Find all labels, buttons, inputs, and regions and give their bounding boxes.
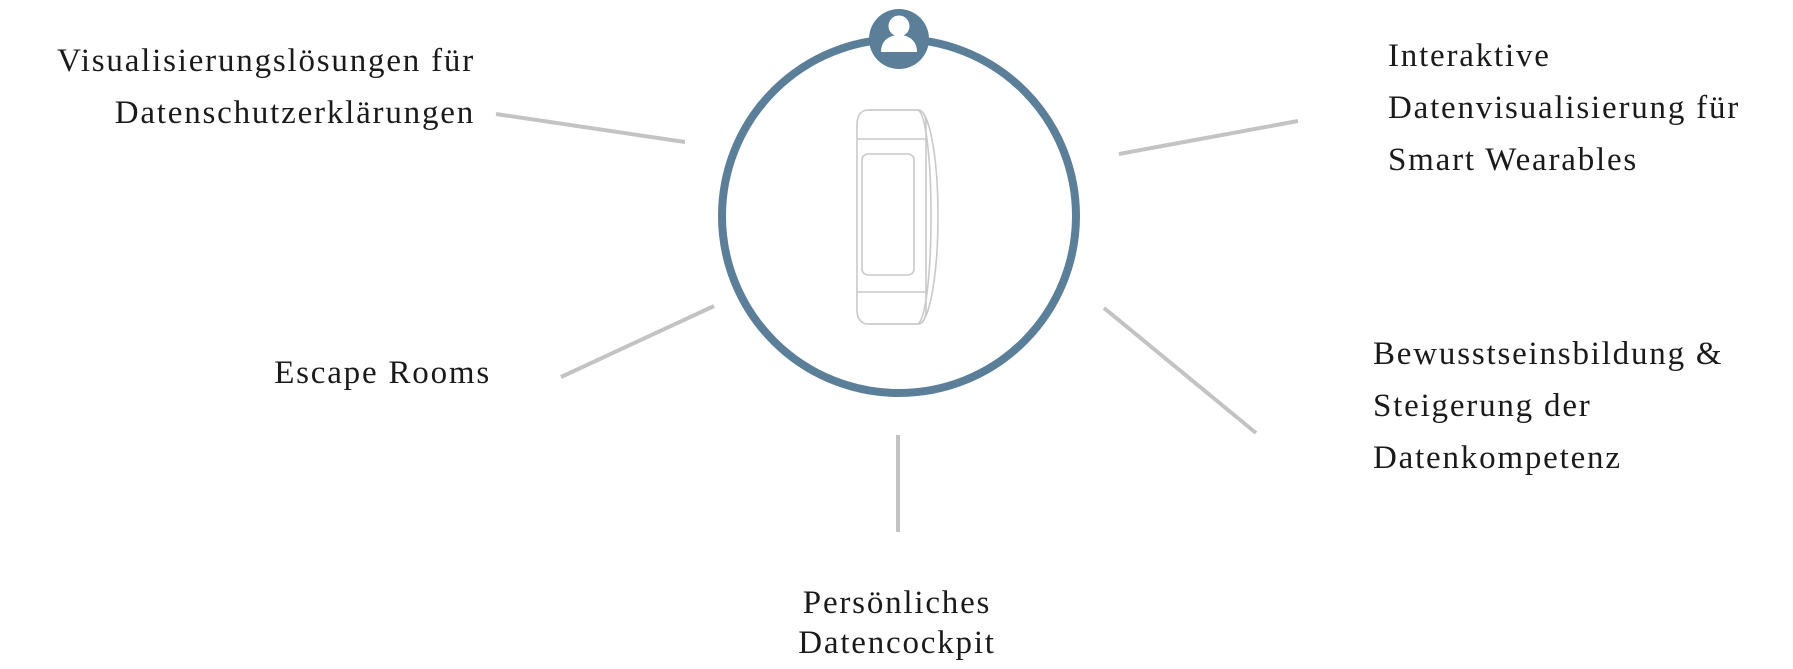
topic-label-top-right: Interaktive Datenvisualisierung für Smar… — [1388, 30, 1740, 186]
connector-top-right — [1118, 119, 1299, 156]
topic-label-line: Escape Rooms — [274, 355, 491, 391]
topic-label-bottom: Persönliches Datencockpit — [697, 583, 1097, 663]
topic-label-line: Steigerung der — [1373, 388, 1592, 424]
topic-label-line: Persönliches — [802, 585, 992, 621]
topic-label-line: Visualisierungslösungen für — [57, 43, 475, 79]
person-icon — [869, 9, 929, 69]
central-ring — [718, 35, 1080, 397]
topic-label-line: Datencockpit — [798, 625, 996, 661]
connectors — [495, 112, 1299, 532]
connector-mid-left — [560, 304, 715, 379]
topic-label-mid-right: Bewusstseinsbildung & Steigerung der Dat… — [1373, 328, 1723, 484]
wristband-tracker-icon — [856, 109, 939, 325]
connector-top-left — [495, 112, 686, 144]
topic-label-line: Smart Wearables — [1388, 142, 1639, 178]
topic-label-line: Bewusstseinsbildung & — [1373, 336, 1724, 372]
topic-label-line: Interaktive — [1388, 38, 1551, 74]
topic-label-line: Datenvisualisierung für — [1388, 90, 1741, 126]
connector-mid-right — [1102, 306, 1258, 435]
topic-label-mid-left: Escape Rooms — [274, 347, 491, 399]
topic-label-line: Datenschutzerklärungen — [114, 95, 475, 131]
topic-label-top-left: Visualisierungslösungen für Datenschutze… — [57, 35, 475, 139]
topic-label-line: Datenkompetenz — [1373, 440, 1622, 476]
